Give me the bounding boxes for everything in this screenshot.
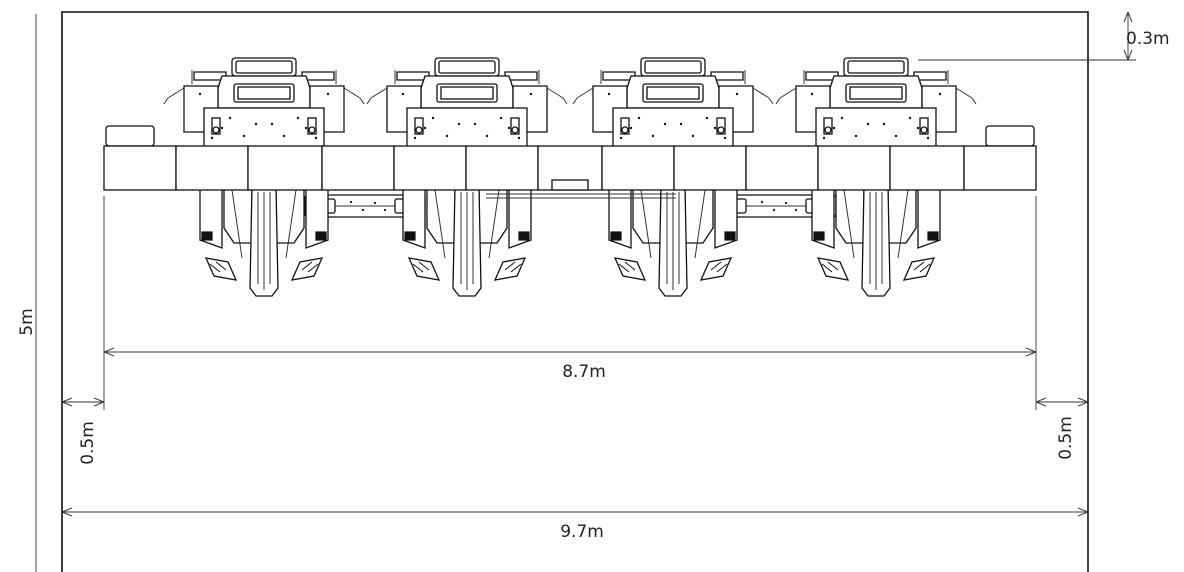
field-boundary [61,11,1089,572]
end-cap-right [985,125,1035,147]
harvester-assembly [103,57,1037,297]
left-margin-label: 0.5m [78,421,98,465]
inner-width-label: 8.7m [562,362,606,382]
outer-width-label: 9.7m [560,522,604,542]
main-beam [103,145,1037,199]
right-margin-label: 0.5m [1056,416,1076,460]
top-gap-label: 0.3m [1126,29,1170,49]
height-label: 5m [17,308,37,335]
end-cap-left [105,125,155,147]
